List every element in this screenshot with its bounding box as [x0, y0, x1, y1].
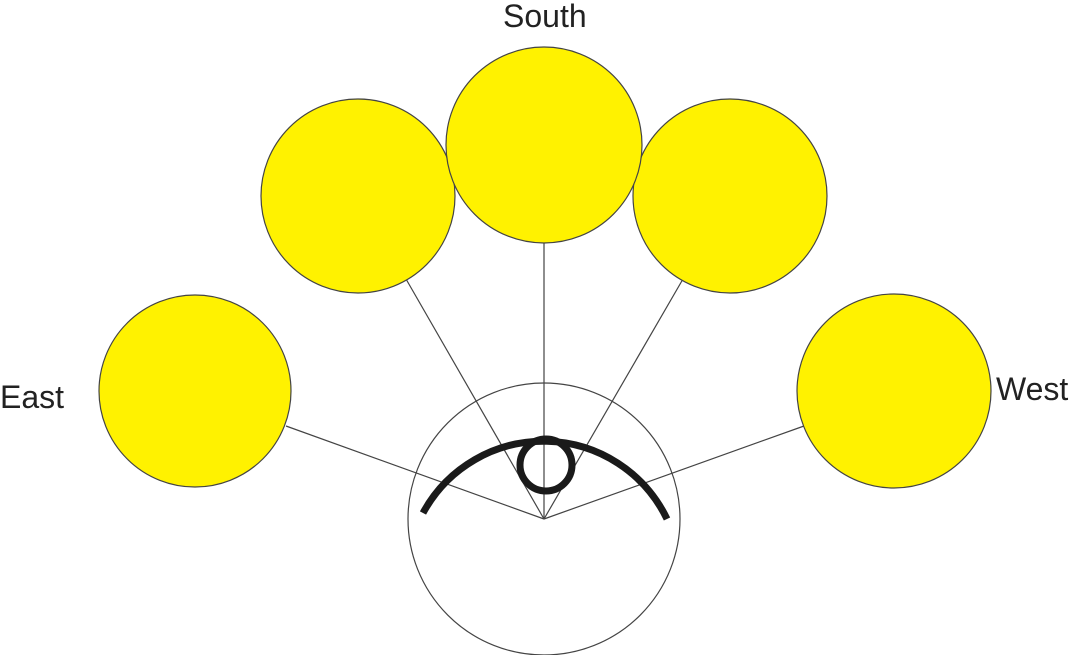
ray-west	[543, 425, 805, 520]
label-west: West	[996, 371, 1069, 407]
eye-pupil	[516, 435, 576, 495]
sun-icon-west	[796, 293, 992, 489]
label-south: South	[503, 0, 587, 34]
sun-icon-southeast	[260, 98, 456, 294]
sun-icon-southwest	[632, 98, 828, 294]
observer-circle	[407, 382, 681, 655]
observer-eye-icon	[419, 435, 671, 521]
ray-east	[285, 425, 545, 520]
suns	[98, 46, 992, 489]
sun-icon-east	[98, 294, 292, 488]
eye-arc	[419, 437, 671, 521]
sun-icon-south	[445, 46, 643, 244]
label-east: East	[0, 379, 65, 415]
